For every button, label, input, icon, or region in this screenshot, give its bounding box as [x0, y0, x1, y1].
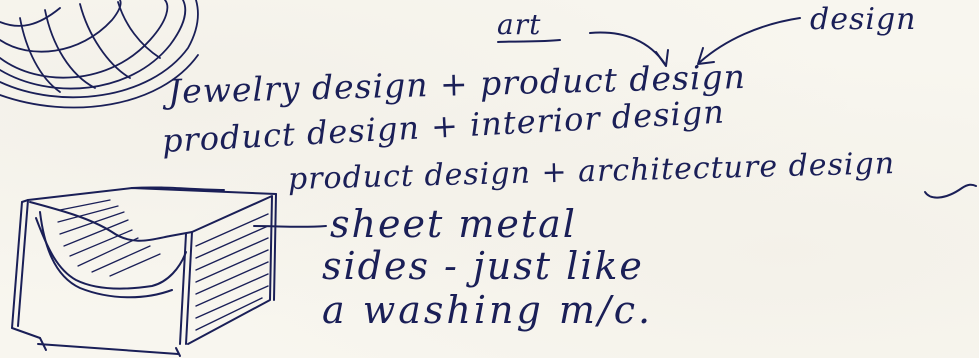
- note-sheet-metal: sheet metal: [330, 202, 577, 246]
- word-art: art: [497, 8, 542, 41]
- box-sketch: [11, 186, 327, 357]
- note-washing-machine: a washing m/c.: [322, 288, 654, 332]
- art-underline: [497, 39, 561, 43]
- note-sides: sides - just like: [322, 244, 644, 288]
- line3-tail: [924, 183, 977, 199]
- arrow-from-design: [697, 17, 801, 65]
- tube-sketch: [0, 0, 199, 109]
- word-design: design: [810, 2, 917, 37]
- arrow-from-art: [589, 31, 669, 67]
